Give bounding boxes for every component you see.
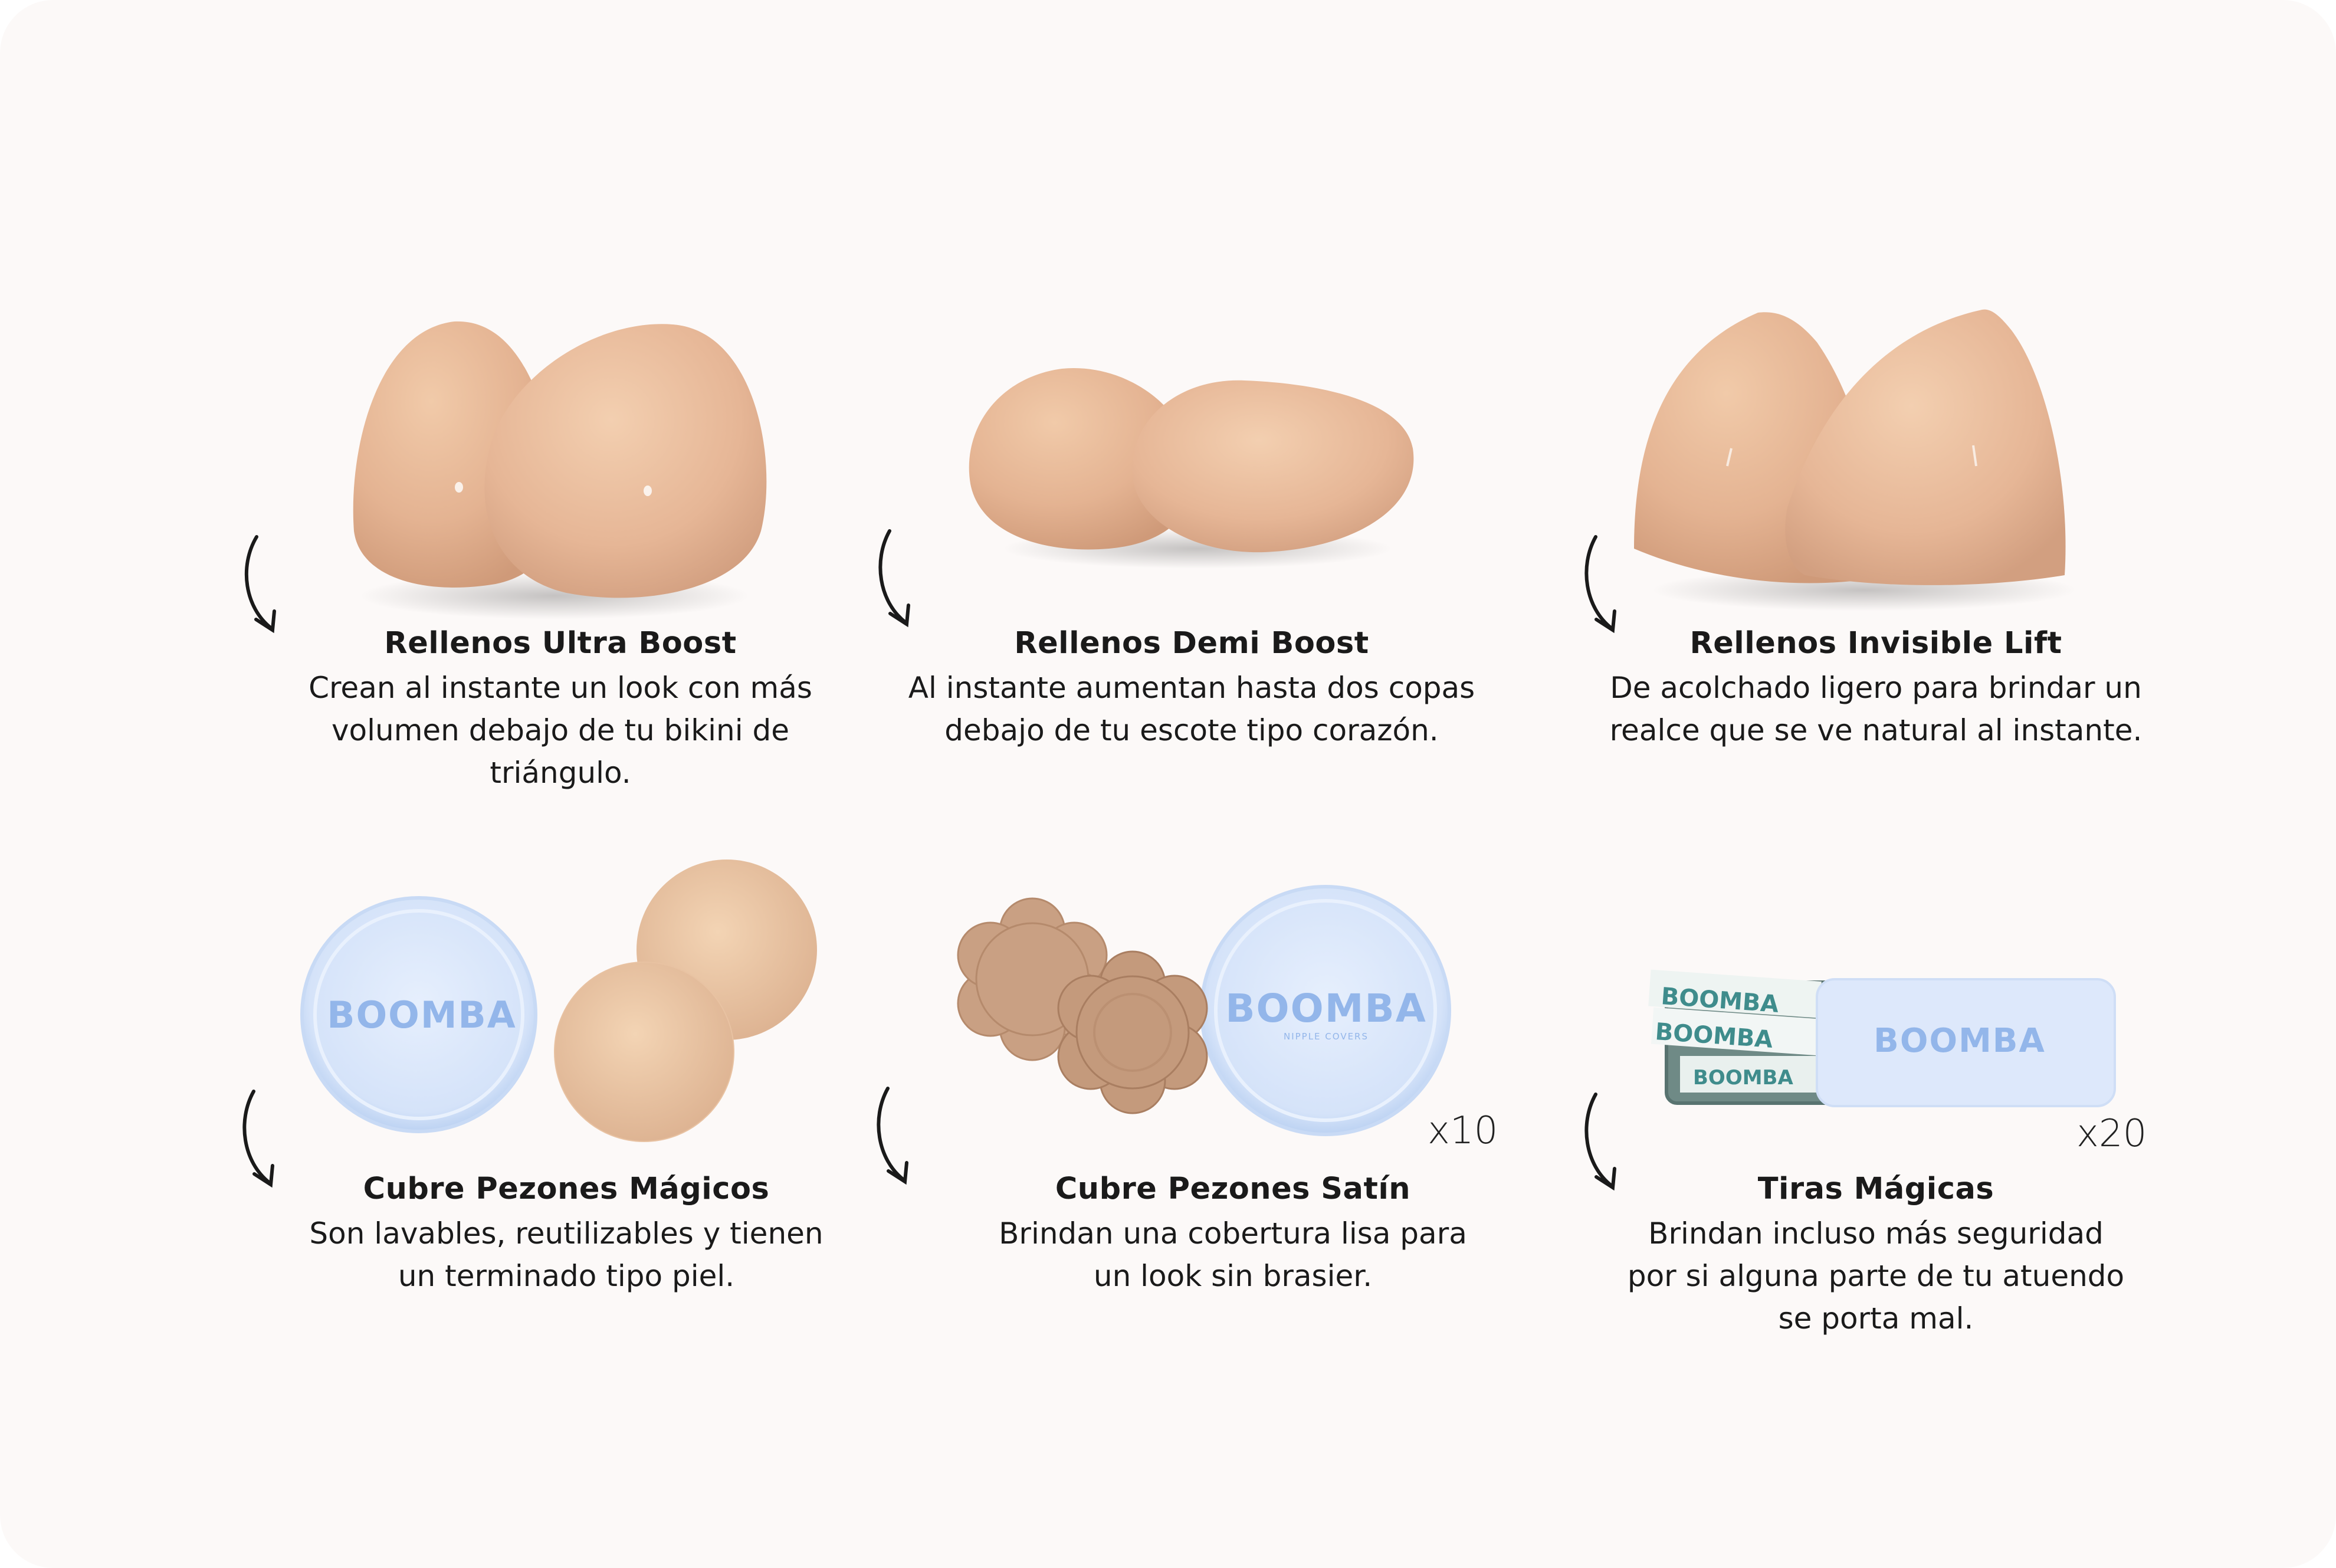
- curved-arrow-icon: [1584, 1093, 1616, 1191]
- magic-tape-image: [1648, 969, 2116, 1107]
- tape-brand-text: BOOMBA: [1874, 1022, 2046, 1060]
- tape-quantity: x20: [2076, 1112, 2147, 1156]
- product-description: Al instante aumentan hasta dos copas deb…: [908, 671, 1475, 747]
- product-card-magic-nipple-covers: Cubre Pezones Mágicos Son lavables, reut…: [289, 1168, 844, 1297]
- product-card-invisible-lift: Rellenos Invisible Lift De acolchado lig…: [1593, 622, 2159, 752]
- curved-arrow-icon: [877, 1087, 908, 1185]
- ultra-boost-pads-image: [353, 321, 767, 619]
- product-title: Cubre Pezones Mágicos: [363, 1172, 770, 1206]
- magic-nipple-covers-image: [300, 860, 817, 1142]
- product-card-ultra-boost: Rellenos Ultra Boost Crean al instante u…: [289, 622, 832, 794]
- product-card-satin-nipple-covers: Cubre Pezones Satín Brindan una cobertur…: [956, 1168, 1510, 1297]
- product-title: Rellenos Invisible Lift: [1689, 626, 2062, 661]
- curved-arrow-icon: [1584, 535, 1616, 634]
- demi-boost-pads-image: [969, 368, 1414, 569]
- product-title: Rellenos Demi Boost: [1014, 626, 1369, 661]
- svg-text:BOOMBA: BOOMBA: [1693, 1066, 1793, 1090]
- case-brand-text: BOOMBA: [327, 993, 517, 1036]
- product-description: Brindan una cobertura lisa para un look …: [999, 1216, 1467, 1293]
- product-description: Crean al instante un look con más volume…: [309, 671, 812, 790]
- satin-quantity: x10: [1428, 1109, 1498, 1153]
- product-title: Rellenos Ultra Boost: [384, 626, 737, 661]
- product-card-demi-boost: Rellenos Demi Boost Al instante aumentan…: [897, 622, 1487, 752]
- invisible-lift-pads-image: [1634, 309, 2076, 611]
- product-title: Cubre Pezones Satín: [1055, 1172, 1411, 1206]
- product-title: Tiras Mágicas: [1757, 1172, 1994, 1206]
- product-card-magic-tape: Tiras Mágicas Brindan incluso más seguri…: [1599, 1168, 2153, 1340]
- satin-nipple-covers-image: [957, 885, 1451, 1136]
- product-description: Brindan incluso más seguridad por si alg…: [1627, 1216, 2125, 1336]
- case-brand-subtitle: NIPPLE COVERS: [1284, 1031, 1369, 1042]
- curved-arrow-icon: [878, 529, 910, 628]
- product-description: Son lavables, reutilizables y tienen un …: [309, 1216, 823, 1293]
- case-brand-text: BOOMBA: [1225, 986, 1427, 1031]
- product-description: De acolchado ligero para brindar un real…: [1609, 671, 2143, 747]
- curved-arrow-icon: [242, 1090, 274, 1188]
- curved-arrow-icon: [244, 535, 276, 634]
